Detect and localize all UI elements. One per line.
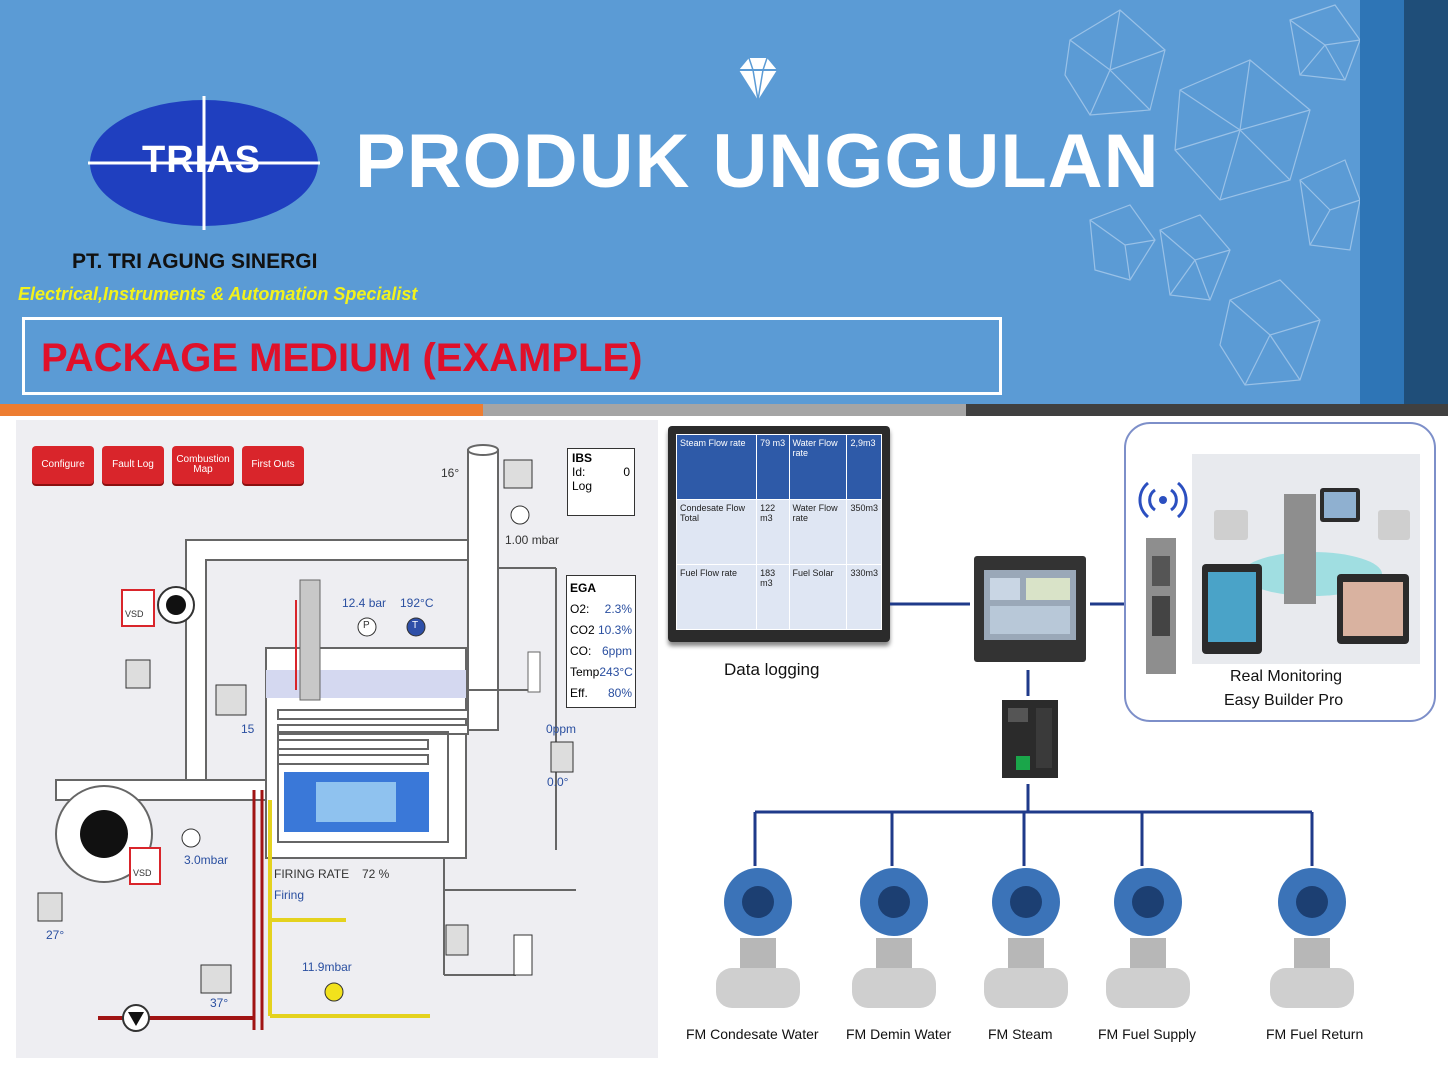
easy-builder-label: Easy Builder Pro	[1224, 692, 1344, 709]
header-banner: TRIAS PT. TRI AGUNG SINERGI Electrical,I…	[0, 0, 1448, 404]
gateway-device	[1146, 538, 1176, 674]
ibs-log-label: Log	[572, 479, 593, 493]
ega-label: Eff.	[570, 686, 588, 700]
table-cell: Water Flow rate	[788, 434, 848, 500]
ega-title: EGA	[570, 581, 597, 595]
right-accent-bar	[1360, 0, 1404, 404]
data-logging-screen: Steam Flow rate 79 m3 Water Flow rate 2,…	[675, 434, 882, 630]
fault-log-button[interactable]: Fault Log	[102, 446, 164, 484]
subtitle-frame: PACKAGE MEDIUM (EXAMPLE)	[22, 317, 1002, 395]
flowmeter-label: FM Fuel Supply	[1098, 1026, 1197, 1042]
flowmeter-icon	[1106, 868, 1190, 1008]
flowmeter-label: FM Steam	[988, 1026, 1053, 1042]
right-accent-bar-dark	[1404, 0, 1448, 404]
table-cell: 79 m3	[756, 434, 790, 500]
table-cell: 183 m3	[756, 564, 790, 630]
boiler-hmi-panel: Configure Fault Log Combustion Map First…	[16, 420, 658, 1058]
firing-rate-label: FIRING RATE	[274, 867, 350, 881]
logo-text: TRIAS	[142, 139, 261, 181]
diamond-icon	[739, 57, 777, 101]
table-row: Steam Flow rate 79 m3 Water Flow rate 2,…	[675, 434, 882, 500]
table-cell: 350m3	[846, 499, 882, 565]
steam-temp: 192°C	[400, 596, 434, 610]
table-cell: Fuel Solar	[788, 564, 848, 630]
table-cell: 330m3	[846, 564, 882, 630]
air-pressure: 3.0mbar	[184, 853, 229, 867]
ega-value: 6ppm	[601, 644, 632, 658]
data-logging-label: Data logging	[724, 660, 820, 679]
company-name: PT. TRI AGUNG SINERGI	[72, 250, 318, 273]
damper-position: 15	[241, 722, 255, 736]
divider-orange	[0, 404, 483, 416]
table-cell: Condesate Flow Total	[675, 499, 758, 565]
trim-angle: 0.0°	[547, 775, 569, 789]
combustion-map-button[interactable]: Combustion Map	[172, 446, 234, 484]
geometric-decoration	[1064, 4, 1361, 386]
flowmeter-icon	[1270, 868, 1354, 1008]
flowmeter-icon	[716, 868, 800, 1008]
trias-logo	[88, 96, 320, 230]
page-subtitle: PACKAGE MEDIUM (EXAMPLE)	[41, 336, 643, 380]
hmi-devices-image	[1192, 454, 1420, 664]
ega-label: CO:	[570, 644, 592, 658]
wireless-icon	[1138, 481, 1188, 519]
stack-angle: 16°	[441, 466, 460, 480]
configure-button[interactable]: Configure	[32, 446, 94, 484]
stack-pressure: 1.00 mbar	[505, 533, 560, 547]
real-monitoring-box: Real Monitoring Easy Builder Pro	[1124, 422, 1436, 722]
flowmeter-row	[716, 868, 1354, 1008]
firing-rate-value: 72 %	[362, 867, 390, 881]
table-cell: 122 m3	[756, 499, 790, 565]
first-outs-button[interactable]: First Outs	[242, 446, 304, 484]
ega-label: CO2	[570, 623, 595, 637]
page-title: PRODUK UNGGULAN	[355, 119, 1160, 204]
o2-ppm: 0ppm	[546, 722, 577, 736]
boiler-schematic	[37, 444, 576, 1032]
ega-value: 10.3%	[597, 623, 632, 637]
steam-pressure: 12.4 bar	[342, 596, 387, 610]
flowmeter-icon	[984, 868, 1068, 1008]
firing-label: Firing	[274, 888, 305, 902]
table-cell: Steam Flow rate	[675, 434, 758, 500]
real-monitoring-label: Real Monitoring	[1230, 668, 1343, 685]
plc-controller	[1002, 700, 1058, 778]
vsd-label-top: VSD	[125, 609, 144, 619]
flowmeter-label: FM Demin Water	[846, 1026, 952, 1042]
gas-pressure: 11.9mbar	[302, 960, 352, 974]
table-cell: 2,9m3	[846, 434, 882, 500]
valve-angle: 37°	[210, 996, 229, 1010]
divider-dark	[966, 404, 1448, 416]
flowmeter-label: FM Condesate Water	[686, 1026, 819, 1042]
pressure-gauge-icon: P	[363, 620, 370, 631]
hmi-touch-panel	[974, 556, 1086, 662]
ibs-title: IBS	[572, 451, 593, 465]
temperature-gauge-icon: T	[412, 620, 419, 631]
table-cell: Water Flow rate	[788, 499, 848, 565]
ega-label: Temp	[570, 665, 600, 679]
vsd-label-bottom: VSD	[133, 868, 152, 878]
data-logging-table: Steam Flow rate 79 m3 Water Flow rate 2,…	[675, 434, 882, 630]
table-row: Fuel Flow rate 183 m3 Fuel Solar 330m3	[675, 564, 882, 630]
ega-label: O2:	[570, 602, 590, 616]
ega-value: 80%	[607, 686, 632, 700]
data-logging-monitor: Steam Flow rate 79 m3 Water Flow rate 2,…	[668, 426, 890, 642]
ibs-id-label: Id:	[572, 465, 586, 479]
ega-value: 243°C	[599, 665, 633, 679]
table-row: Condesate Flow Total 122 m3 Water Flow r…	[675, 499, 882, 565]
table-cell: Fuel Flow rate	[675, 564, 758, 630]
flowmeter-label: FM Fuel Return	[1266, 1026, 1364, 1042]
divider-gray	[483, 404, 966, 416]
ibs-id-value: 0	[623, 465, 630, 479]
ibs-panel: IBS Id: 0 Log	[567, 448, 635, 516]
company-tagline: Electrical,Instruments & Automation Spec…	[18, 284, 418, 304]
flowmeter-icon	[852, 868, 936, 1008]
ega-value: 2.3%	[604, 602, 632, 616]
fan-angle: 27°	[46, 928, 65, 942]
